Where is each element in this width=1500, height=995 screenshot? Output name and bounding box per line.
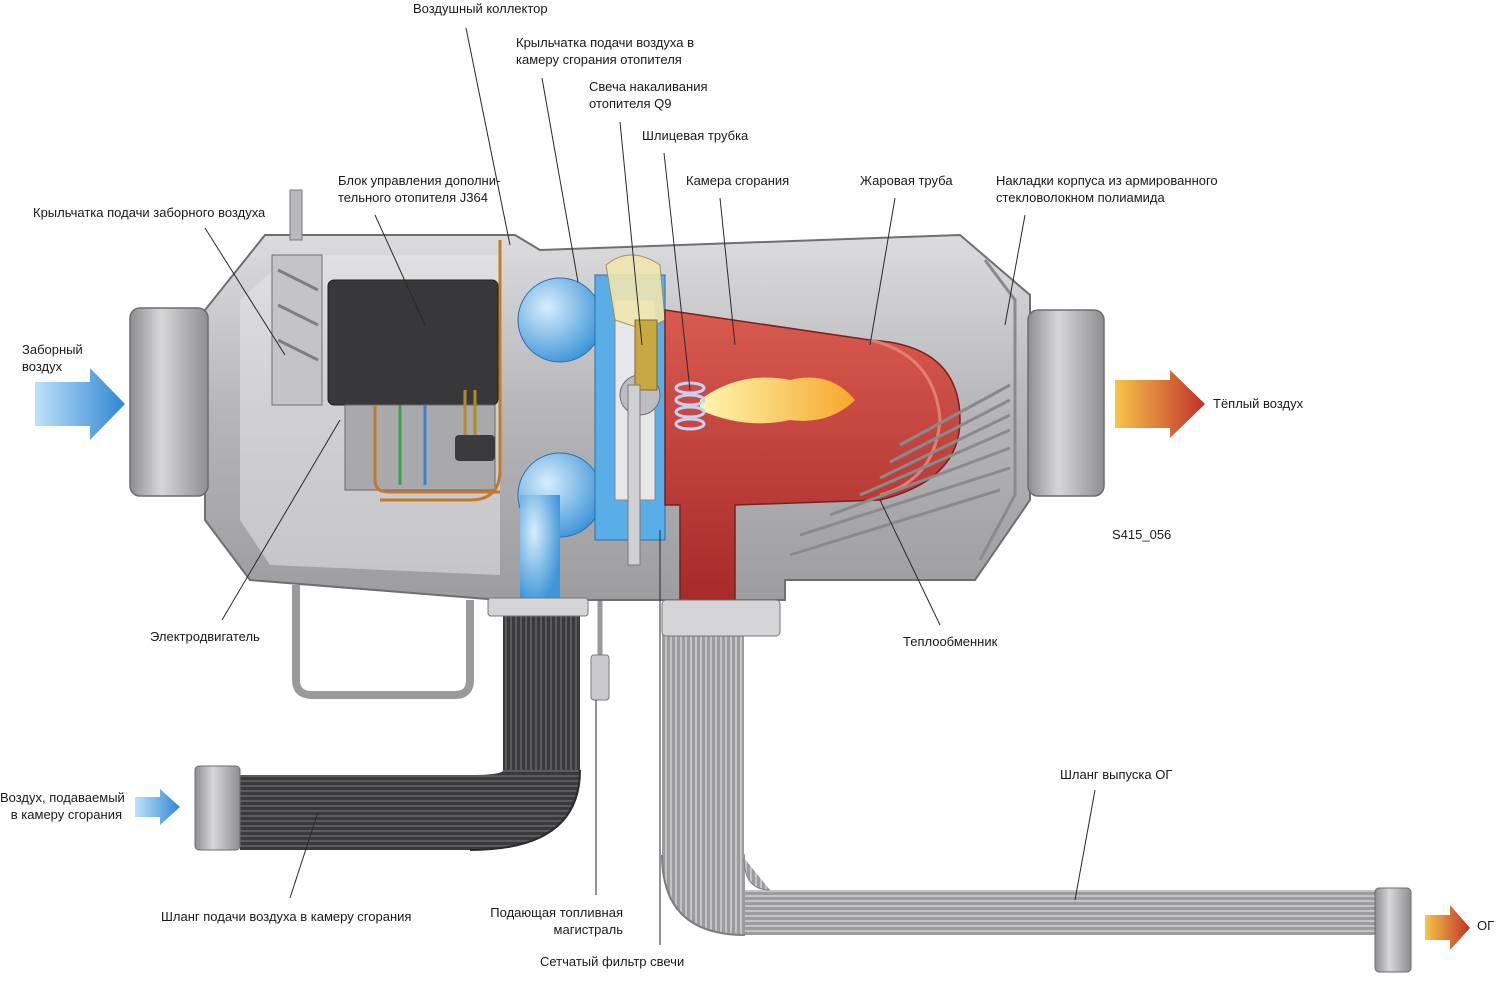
exhaust-hose-clamp <box>661 599 781 637</box>
wiring <box>373 390 500 494</box>
label-control-unit: Блок управления дополни-тельного отопите… <box>338 173 501 205</box>
combustion-air-hose <box>194 612 581 851</box>
label-intake-air-impeller: Крыльчатка подачи заборного воздуха <box>33 205 266 220</box>
air-collector-pipe <box>380 240 502 502</box>
flame <box>700 377 855 424</box>
label-exhaust-hose: Шланг выпуска ОГ <box>1060 767 1173 782</box>
label-warm-air: Тёплый воздух <box>1213 396 1304 411</box>
intake-cap <box>129 307 209 497</box>
outlet-cap <box>1027 309 1105 497</box>
heat-exchanger <box>789 383 1011 557</box>
label-electric-motor: Электродвигатель <box>150 629 260 644</box>
combustion-chamber <box>664 309 961 601</box>
air-hose-clamp <box>487 597 589 617</box>
label-heat-exchanger: Теплообменник <box>903 634 998 649</box>
bypass-pipe <box>292 585 474 699</box>
connector <box>455 435 495 461</box>
slot-tube <box>674 381 706 431</box>
label-combustion-chamber: Камера сгорания <box>686 173 790 188</box>
intake-impeller <box>271 254 323 406</box>
label-flame-tube: Жаровая труба <box>860 173 953 188</box>
glow-plug <box>605 254 666 566</box>
label-exhaust-out: ОГ <box>1477 918 1495 933</box>
combustion-air-in-arrow <box>135 789 180 825</box>
figure-code: S415_056 <box>1112 527 1172 542</box>
fuel-filter <box>590 654 610 701</box>
intake-air-arrow <box>35 368 125 440</box>
exhaust-out-arrow <box>1425 905 1470 950</box>
label-plug-filter: Сетчатый фильтр свечи <box>540 954 685 969</box>
label-slot-tube: Шлицевая трубка <box>642 128 749 143</box>
label-air-collector: Воздушный коллектор <box>413 1 548 16</box>
warm-air-arrow <box>1115 370 1205 438</box>
exhaust-hose <box>661 630 1412 973</box>
leader-lines <box>204 27 1096 945</box>
label-combustion-air-hose: Шланг подачи воздуха в камеру сгорания <box>161 909 412 924</box>
